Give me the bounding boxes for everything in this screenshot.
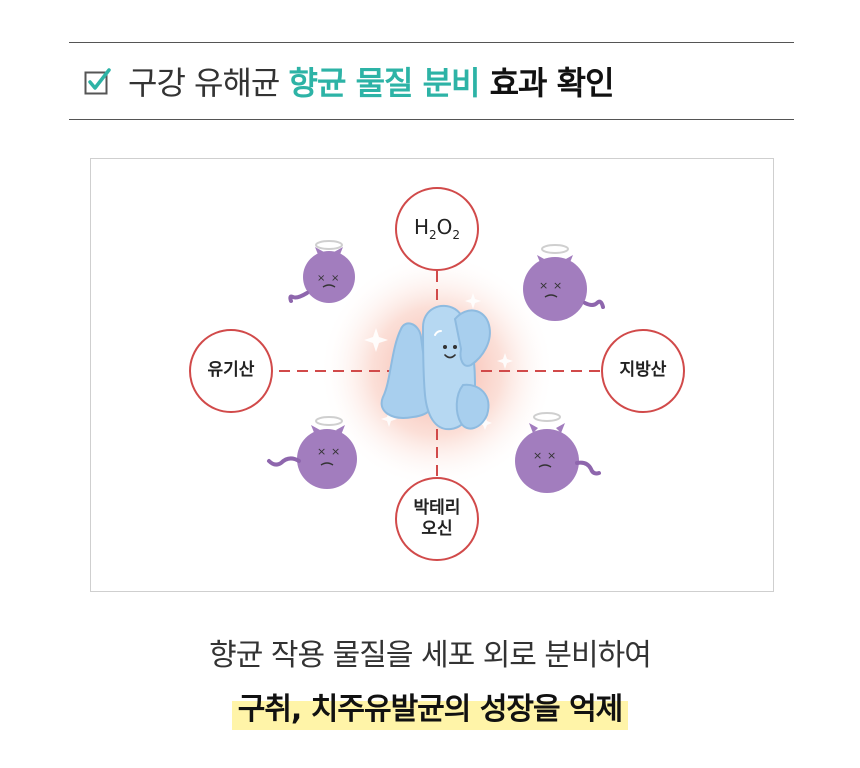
title-part-3: 효과 확인 [479, 64, 615, 102]
svg-text:×: × [547, 449, 556, 462]
svg-text:×: × [539, 279, 548, 292]
title-part-1: 구강 유해균 [128, 64, 289, 102]
node-fatty-acid-label: 지방산 [619, 360, 667, 381]
caption-line-2-wrap: 구취, 치주유발균의 성장을 억제 [0, 682, 860, 730]
header-top-rule [69, 42, 794, 43]
purple-germ: × × [523, 244, 605, 321]
caption-line-1: 향균 작용 물질을 세포 외로 분비하여 [209, 638, 652, 673]
svg-text:×: × [553, 279, 562, 292]
svg-text:×: × [331, 445, 340, 458]
diagram-canvas: × × × × × × [267, 240, 605, 493]
checkbox-check-icon [84, 67, 112, 95]
blue-bacteria-character [380, 304, 491, 431]
purple-germ: × × [267, 416, 357, 489]
svg-text:×: × [533, 449, 542, 462]
svg-text:×: × [317, 273, 325, 284]
node-bacteriocin-label: 박테리 오신 [413, 497, 461, 539]
h2o2-sub-1: 2 [429, 228, 437, 242]
h2o2-o: O [436, 215, 453, 239]
svg-text:×: × [317, 445, 326, 458]
h2o2-h: H [413, 215, 429, 239]
svg-text:×: × [331, 273, 339, 284]
diagram-panel: × × × × × × [90, 158, 774, 592]
h2o2-sub-2: 2 [452, 228, 461, 242]
header-bottom-rule [69, 119, 794, 120]
node-organic-acid-label: 유기산 [207, 360, 255, 381]
title-text: 구강 유해균 향균 물질 분비 효과 확인 [128, 58, 615, 104]
sparkle-icons [364, 293, 513, 430]
node-fatty-acid: 지방산 [601, 329, 685, 413]
title-accent: 향균 물질 분비 [288, 64, 481, 102]
purple-germ: × × [515, 412, 601, 493]
section-title: 구강 유해균 향균 물질 분비 효과 확인 [84, 56, 615, 106]
node-h2o2: H2O2 [395, 187, 479, 271]
purple-germ: × × [288, 240, 355, 303]
node-organic-acid: 유기산 [189, 329, 273, 413]
caption-line-2-highlight: 구취, 치주유발균의 성장을 억제 [231, 682, 629, 730]
node-bacteriocin: 박테리 오신 [395, 477, 479, 561]
